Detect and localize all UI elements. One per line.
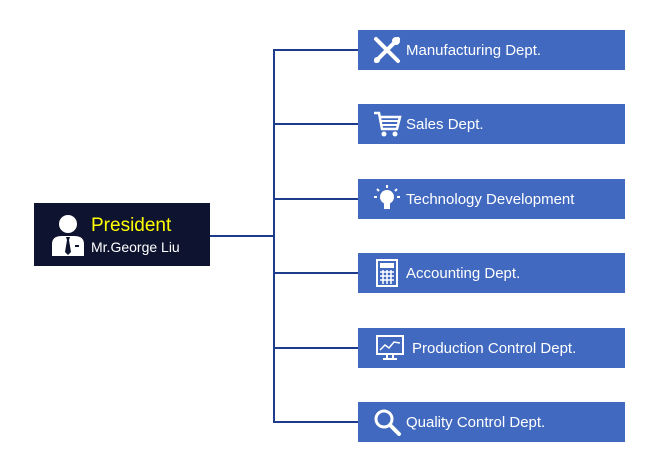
connector-president — [210, 235, 274, 237]
calculator-icon — [376, 259, 398, 287]
dept-label: Production Control Dept. — [412, 339, 577, 357]
tools-icon — [374, 37, 400, 63]
president-name: Mr.George Liu — [91, 239, 180, 255]
dept-technology[interactable]: Technology Development — [358, 179, 625, 219]
connector-trunk — [273, 49, 275, 423]
dept-accounting[interactable]: Accounting Dept. — [358, 253, 625, 293]
magnifier-icon — [374, 409, 401, 436]
connector-branch — [273, 49, 358, 51]
dept-label: Accounting Dept. — [406, 264, 521, 282]
dept-label: Technology Development — [406, 190, 575, 208]
president-title: President — [91, 215, 172, 236]
connector-branch — [273, 198, 358, 200]
dept-manufacturing[interactable]: Manufacturing Dept. — [358, 30, 625, 70]
dept-sales[interactable]: Sales Dept. — [358, 104, 625, 144]
dept-production-control[interactable]: Production Control Dept. — [358, 328, 625, 368]
dept-quality-control[interactable]: Quality Control Dept. — [358, 402, 625, 442]
businessman-icon — [52, 215, 84, 256]
dept-label: Sales Dept. — [406, 115, 484, 133]
connector-branch — [273, 123, 358, 125]
monitor-chart-icon — [376, 335, 404, 360]
cart-icon — [374, 111, 402, 137]
president-node[interactable]: President Mr.George Liu — [34, 203, 210, 266]
lightbulb-icon — [374, 185, 400, 209]
dept-label: Manufacturing Dept. — [406, 41, 542, 59]
connector-branch — [273, 272, 358, 274]
dept-label: Quality Control Dept. — [406, 413, 546, 431]
connector-branch — [273, 347, 358, 349]
connector-branch — [273, 421, 358, 423]
